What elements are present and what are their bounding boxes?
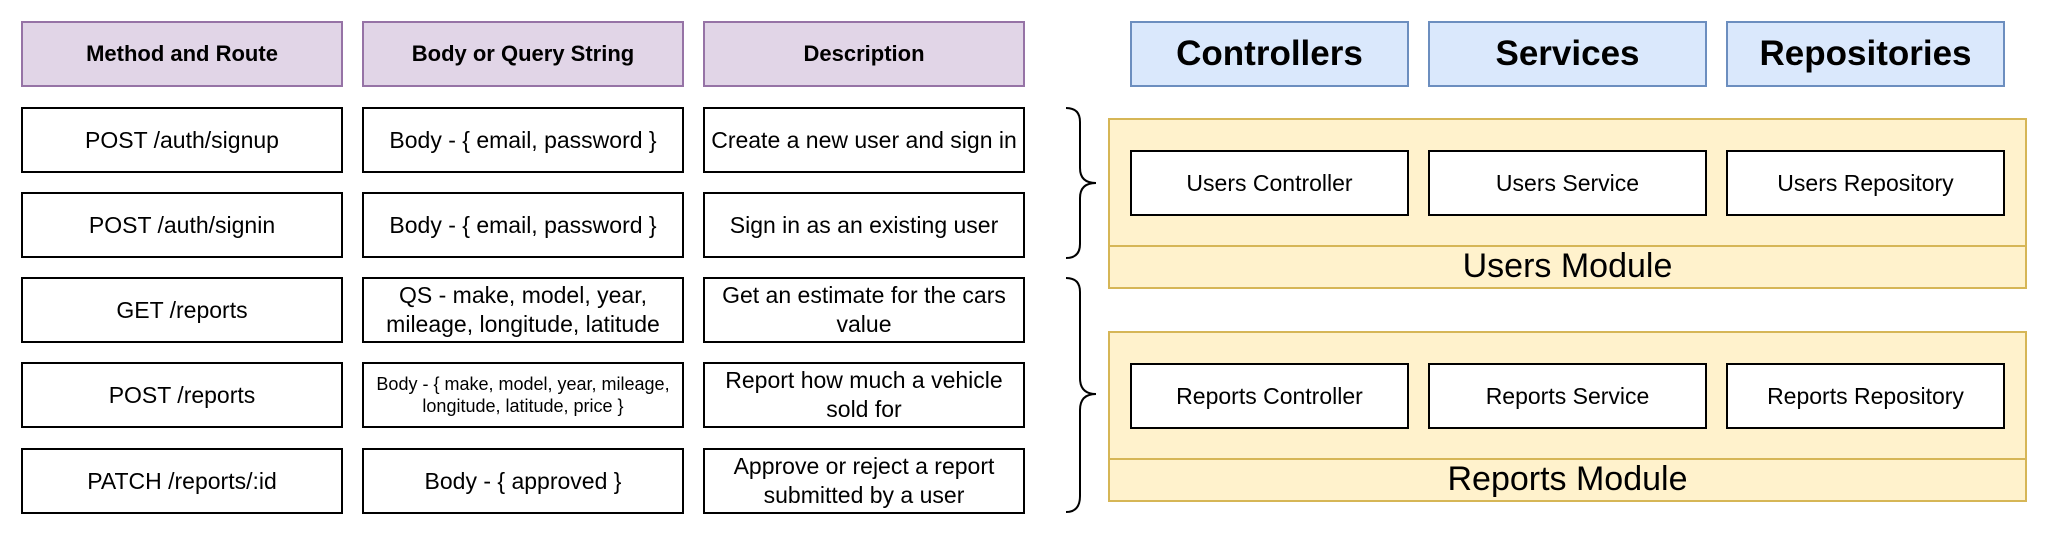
description-cell: Approve or reject a report submitted by … bbox=[703, 448, 1025, 514]
reports-repository: Reports Repository bbox=[1726, 363, 2005, 429]
route-cell: POST /auth/signin bbox=[21, 192, 343, 258]
header-method-route: Method and Route bbox=[21, 21, 343, 87]
route-cell: POST /reports bbox=[21, 362, 343, 428]
users-module: Users Controller Users Service Users Rep… bbox=[1108, 118, 2027, 289]
description-cell: Get an estimate for the cars value bbox=[703, 277, 1025, 343]
layer-services: Services bbox=[1428, 21, 1707, 87]
module-divider bbox=[1110, 458, 2025, 460]
users-controller: Users Controller bbox=[1130, 150, 1409, 216]
header-description: Description bbox=[703, 21, 1025, 87]
description-cell: Report how much a vehicle sold for bbox=[703, 362, 1025, 428]
reports-controller: Reports Controller bbox=[1130, 363, 1409, 429]
reports-brace bbox=[1065, 277, 1097, 513]
route-cell: PATCH /reports/:id bbox=[21, 448, 343, 514]
description-cell: Sign in as an existing user bbox=[703, 192, 1025, 258]
users-module-title: Users Module bbox=[1462, 247, 1673, 285]
users-service: Users Service bbox=[1428, 150, 1707, 216]
route-cell: POST /auth/signup bbox=[21, 107, 343, 173]
layer-controllers: Controllers bbox=[1130, 21, 1409, 87]
body-cell: Body - { email, password } bbox=[362, 192, 684, 258]
users-repository: Users Repository bbox=[1726, 150, 2005, 216]
body-cell: Body - { make, model, year, mileage, lon… bbox=[362, 362, 684, 428]
route-cell: GET /reports bbox=[21, 277, 343, 343]
query-cell: QS - make, model, year, mileage, longitu… bbox=[362, 277, 684, 343]
reports-module-title: Reports Module bbox=[1447, 460, 1688, 498]
body-cell: Body - { approved } bbox=[362, 448, 684, 514]
reports-service: Reports Service bbox=[1428, 363, 1707, 429]
body-cell: Body - { email, password } bbox=[362, 107, 684, 173]
reports-module: Reports Controller Reports Service Repor… bbox=[1108, 331, 2027, 502]
module-divider bbox=[1110, 245, 2025, 247]
users-brace bbox=[1065, 107, 1097, 259]
layer-repositories: Repositories bbox=[1726, 21, 2005, 87]
description-cell: Create a new user and sign in bbox=[703, 107, 1025, 173]
header-body-query: Body or Query String bbox=[362, 21, 684, 87]
